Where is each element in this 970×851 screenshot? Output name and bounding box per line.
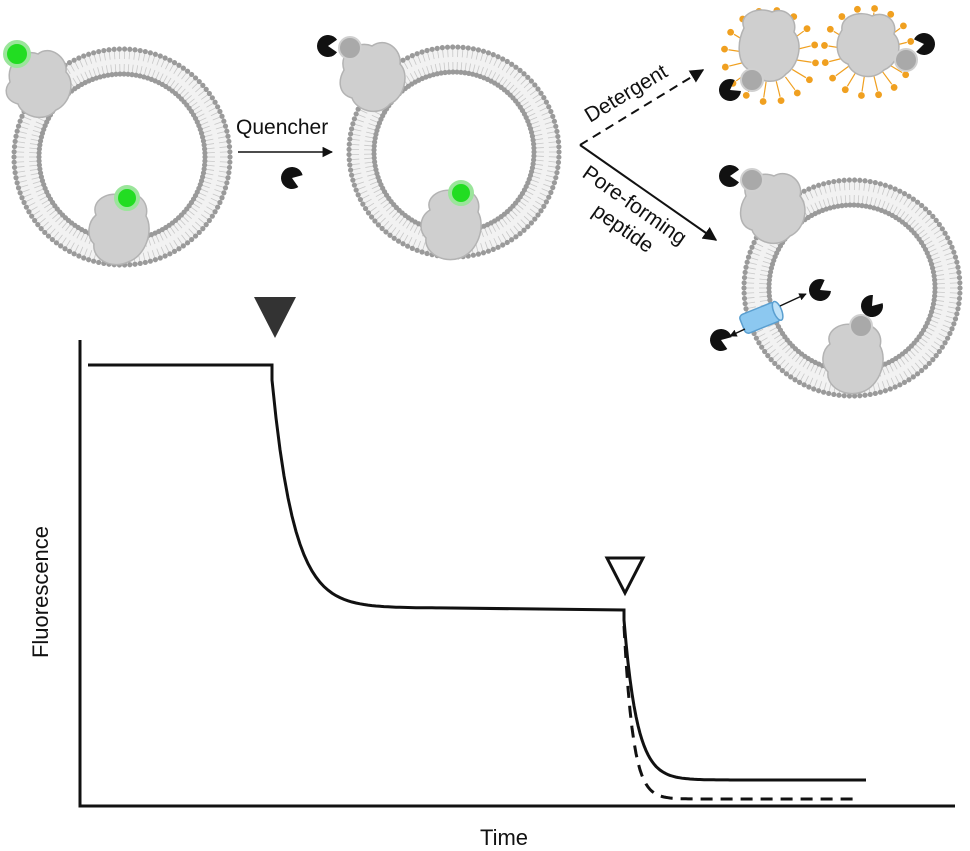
membrane-protein [738, 9, 800, 82]
fluorescence-time-plot: Time Fluorescence [28, 297, 955, 850]
detergent-solubilized-protein-right [821, 5, 935, 99]
quencher-icon [914, 33, 935, 55]
plot-axes [78, 340, 955, 808]
quenched-fluorophore [740, 68, 764, 92]
quencher-icon [281, 167, 303, 189]
quencher-icon [719, 165, 740, 187]
fluorophore [114, 185, 140, 211]
membrane-protein-top [5, 49, 72, 119]
y-axis-label: Fluorescence [28, 526, 53, 658]
fluorophore [3, 40, 31, 68]
x-axis-label: Time [480, 825, 528, 850]
quenched-fluorophore [338, 36, 362, 60]
quenched-fluorophore [849, 314, 873, 338]
membrane-protein-top [739, 173, 806, 245]
pore-flux-arrow-out [779, 293, 807, 307]
quencher-icon [861, 295, 883, 317]
detergent-branch: Detergent [579, 60, 705, 146]
treatment-addition-marker [604, 556, 646, 597]
pore-forming-peptide-channel [739, 300, 784, 334]
quencher-icon [809, 279, 831, 301]
pore-forming-trace [88, 363, 866, 782]
pore-forming-branch: Pore-forming peptide [578, 144, 718, 258]
quencher-icon [317, 35, 338, 57]
pore-flux-arrow-in [729, 328, 746, 337]
pore-forming-arrow [579, 144, 718, 241]
quencher-icon [710, 329, 732, 351]
quencher-icon [719, 79, 741, 101]
quencher-addition-step: Quencher [236, 116, 334, 189]
membrane-protein-top [339, 41, 406, 113]
vesicle-pore-quenched [710, 165, 963, 399]
membrane-protein [836, 12, 900, 78]
vesicle-fluorescent [3, 40, 233, 268]
detergent-trace [622, 625, 860, 801]
detergent-arrow [579, 69, 705, 146]
detergent-solubilized-protein-left [719, 7, 819, 105]
quenched-fluorophore [894, 48, 918, 72]
quencher-label: Quencher [236, 116, 328, 139]
quenched-fluorophore [740, 168, 764, 192]
quencher-addition-marker [254, 297, 296, 338]
vesicle-outer-quenched [317, 35, 562, 261]
fluorophore [448, 180, 474, 206]
